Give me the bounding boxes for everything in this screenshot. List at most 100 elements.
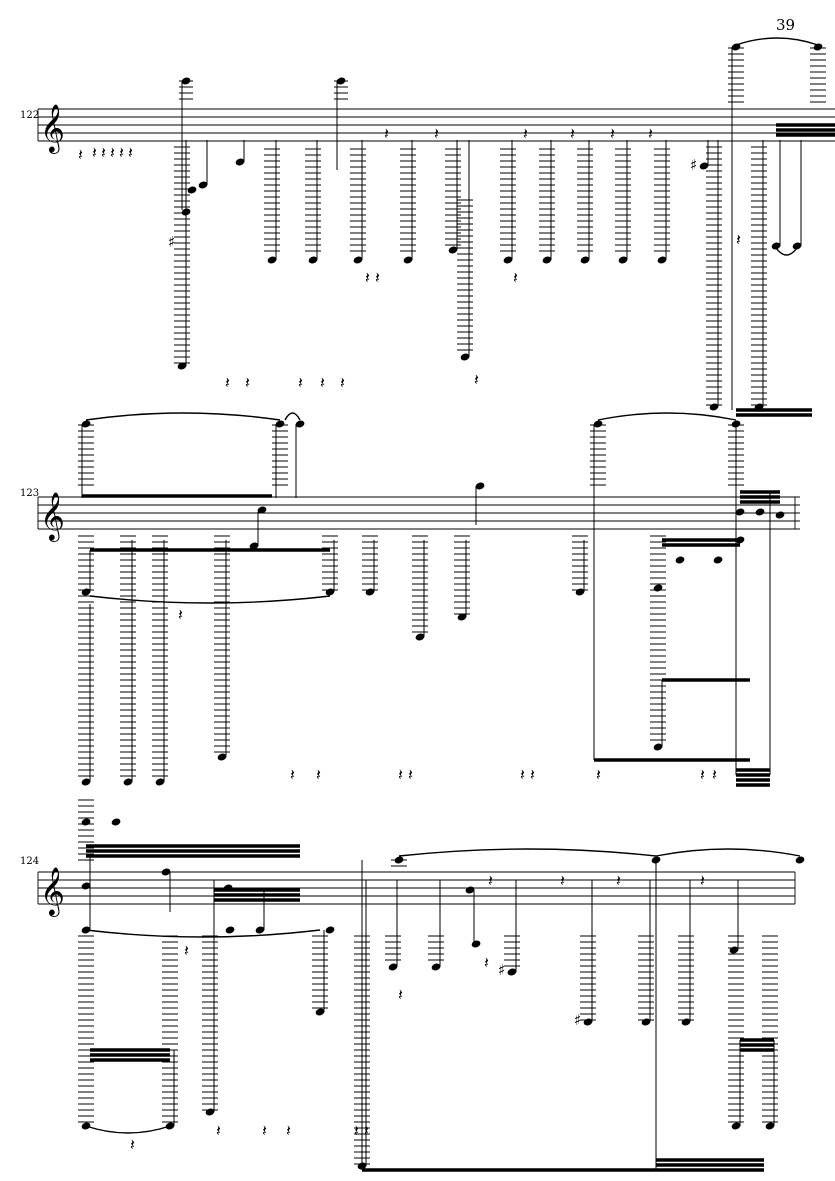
notehead — [181, 77, 191, 85]
notehead — [475, 482, 485, 490]
notehead — [465, 886, 475, 894]
notehead — [81, 420, 91, 428]
rest: 𝄽 — [384, 124, 389, 143]
rest: 𝄽 — [286, 1121, 291, 1140]
notehead — [205, 1108, 215, 1116]
tie — [85, 929, 321, 938]
rest: 𝄽 — [320, 373, 325, 392]
rest: 𝄽 — [184, 941, 189, 960]
notehead — [575, 588, 585, 596]
notehead — [580, 256, 590, 264]
rest: 𝄽 — [245, 373, 250, 392]
rest: 𝄽 — [560, 871, 565, 890]
rest: 𝄽 — [290, 765, 295, 784]
notehead — [471, 940, 481, 948]
rest: 𝄽 — [340, 373, 345, 392]
notehead — [503, 256, 513, 264]
rest: 𝄽 — [616, 871, 621, 890]
notehead — [653, 584, 663, 592]
notehead — [198, 181, 208, 189]
notehead — [792, 242, 802, 250]
measure-number-124: 124 — [20, 856, 40, 867]
rest: 𝄽 — [712, 765, 717, 784]
notehead — [775, 511, 785, 519]
tie — [89, 595, 331, 604]
treble-clef: 𝄞 — [40, 866, 65, 917]
rest: 𝄽 — [119, 143, 124, 162]
rest: 𝄽 — [648, 124, 653, 143]
notehead — [653, 743, 663, 751]
rest: 𝄽 — [354, 1121, 359, 1140]
tie — [85, 412, 281, 421]
tie — [655, 848, 801, 857]
rest: 𝄽 — [398, 765, 403, 784]
notehead — [448, 246, 458, 254]
notehead — [618, 256, 628, 264]
notehead — [755, 508, 765, 516]
notehead — [641, 1018, 651, 1026]
rest: 𝄽 — [398, 985, 403, 1004]
rest: 𝄽 — [101, 143, 106, 162]
rest: 𝄽 — [700, 765, 705, 784]
notehead — [81, 818, 91, 826]
notehead — [709, 403, 719, 411]
notehead — [813, 43, 823, 51]
notehead — [353, 256, 363, 264]
rest: 𝄽 — [736, 230, 741, 249]
notehead — [155, 778, 165, 786]
notehead — [336, 77, 346, 85]
rest: 𝄽 — [178, 605, 183, 624]
notehead — [257, 506, 267, 514]
tie — [284, 412, 301, 421]
rest: 𝄽 — [262, 1121, 267, 1140]
notehead — [731, 43, 741, 51]
notehead — [713, 556, 723, 564]
notehead — [111, 818, 121, 826]
notehead — [681, 1018, 691, 1026]
notehead — [415, 633, 425, 641]
tie — [398, 848, 657, 857]
notehead — [255, 926, 265, 934]
notehead — [81, 882, 91, 890]
notehead — [235, 158, 245, 166]
rest: 𝄽 — [488, 871, 493, 890]
notehead — [729, 946, 739, 954]
notehead — [177, 362, 187, 370]
rest: 𝄽 — [523, 124, 528, 143]
notehead — [771, 242, 781, 250]
rest: 𝄽 — [570, 124, 575, 143]
notehead — [457, 613, 467, 621]
notehead — [187, 186, 197, 194]
rest: 𝄽 — [316, 765, 321, 784]
rest: 𝄽 — [298, 373, 303, 392]
rest: 𝄽 — [530, 765, 535, 784]
notehead — [308, 256, 318, 264]
rest: 𝄽 — [474, 370, 479, 389]
notehead — [295, 420, 305, 428]
notehead — [657, 256, 667, 264]
notehead — [81, 588, 91, 596]
notehead — [507, 968, 517, 976]
notehead — [403, 256, 413, 264]
notehead — [735, 508, 745, 516]
rest: 𝄽 — [78, 145, 83, 164]
sharp-accidental: ♯ — [574, 1011, 581, 1029]
rest: 𝄽 — [610, 124, 615, 143]
notehead — [394, 856, 404, 864]
rest: 𝄽 — [520, 765, 525, 784]
rest: 𝄽 — [92, 143, 97, 162]
notehead — [325, 926, 335, 934]
treble-clef: 𝄞 — [40, 491, 65, 542]
treble-clef: 𝄞 — [40, 103, 65, 154]
notehead — [161, 868, 171, 876]
notehead — [181, 208, 191, 216]
rest: 𝄽 — [365, 268, 370, 287]
measure-number-122: 122 — [20, 110, 40, 121]
notehead — [388, 963, 398, 971]
rest: 𝄽 — [216, 1121, 221, 1140]
tie — [775, 247, 798, 256]
rest: 𝄽 — [434, 124, 439, 143]
measure-number-123: 123 — [20, 488, 40, 499]
notehead — [542, 256, 552, 264]
